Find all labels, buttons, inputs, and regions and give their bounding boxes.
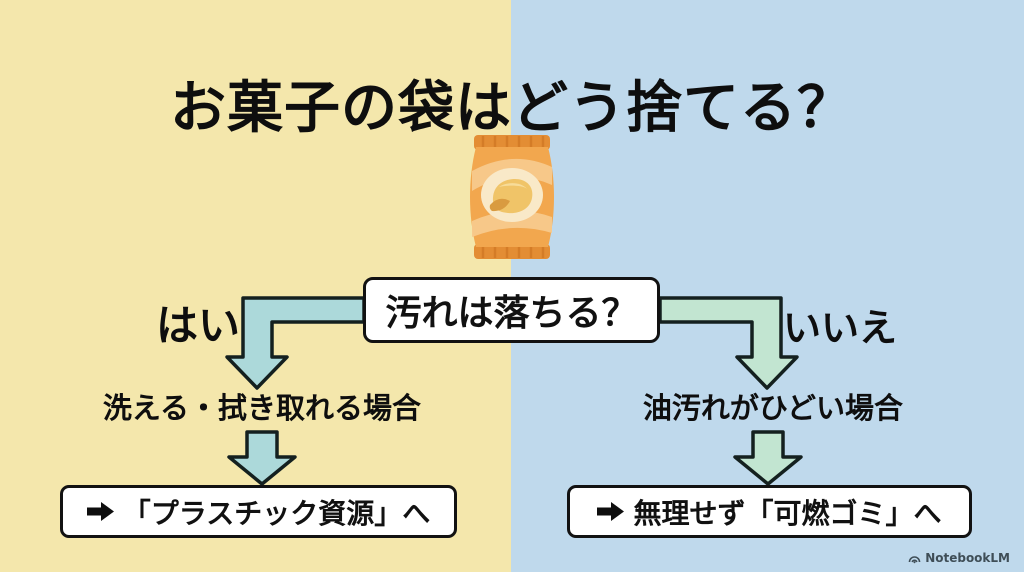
answer-label-yes: はい: [155, 301, 240, 350]
snack-bag-icon: [470, 135, 554, 259]
result-box-left: 「プラスチック資源」へ: [60, 485, 457, 538]
notebooklm-logo-icon: [908, 555, 921, 563]
right-arrow-icon: [86, 502, 114, 521]
decision-box: 汚れは落ちる？: [363, 277, 660, 343]
decision-question: 汚れは落ちる？: [385, 293, 638, 334]
result-left-label: 「プラスチック資源」へ: [122, 496, 431, 530]
condition-left: 洗える・拭き取れる場合: [102, 391, 422, 425]
watermark-label: NotebookLM: [925, 551, 1010, 565]
result-right-label: 無理せず「可燃ゴミ」へ: [633, 496, 942, 530]
page-title: お菓子の袋はどう捨てる？: [170, 75, 854, 141]
answer-label-no: いいえ: [782, 306, 897, 350]
right-arrow-icon: [597, 502, 625, 521]
result-box-right: 無理せず「可燃ゴミ」へ: [567, 485, 972, 538]
condition-right: 油汚れがひどい場合: [642, 391, 904, 425]
watermark: NotebookLM: [908, 551, 1010, 565]
